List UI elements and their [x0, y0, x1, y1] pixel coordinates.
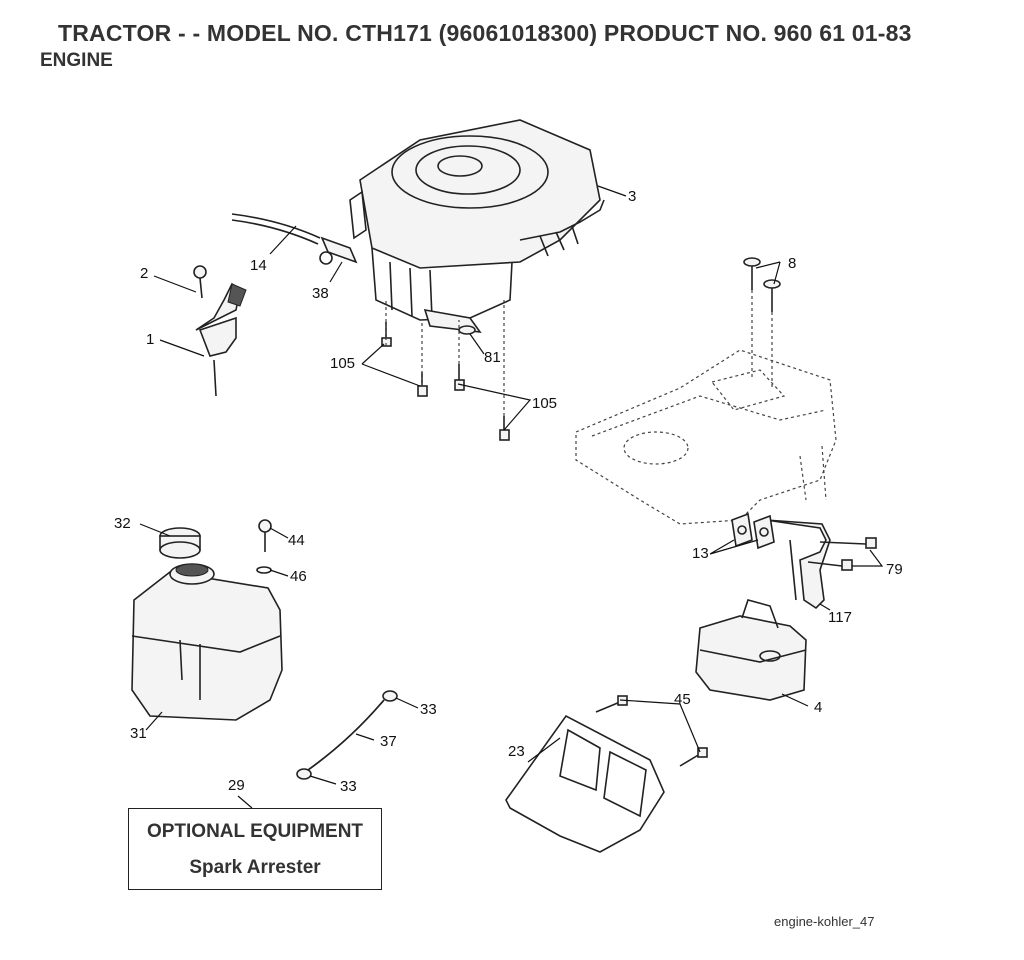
fuel-hose[interactable] — [307, 699, 385, 771]
callout-13: 13 — [692, 545, 709, 562]
optional-equipment-item: Spark Arrester — [189, 857, 321, 878]
callout-81: 81 — [484, 349, 501, 366]
exhaust-gaskets[interactable] — [731, 512, 775, 550]
washer[interactable] — [458, 325, 476, 335]
fuel-cap[interactable] — [159, 527, 201, 559]
tractor-frame — [575, 349, 837, 525]
callout-105-left: 105 — [330, 355, 355, 372]
page-title: TRACTOR - - MODEL NO. CTH171 (9606101830… — [58, 20, 912, 46]
callout-105-right: 105 — [532, 395, 557, 412]
callout-14: 14 — [250, 257, 267, 274]
diagram-reference: engine-kohler_47 — [774, 914, 875, 929]
muffler-screws[interactable] — [743, 257, 781, 388]
callout-31: 31 — [130, 725, 147, 742]
callout-45: 45 — [674, 691, 691, 708]
throttle-control-bracket[interactable] — [195, 282, 247, 397]
callout-4: 4 — [814, 699, 822, 716]
callout-23: 23 — [508, 743, 525, 760]
callout-44: 44 — [288, 532, 305, 549]
callout-29: 29 — [228, 777, 245, 794]
callout-37: 37 — [380, 733, 397, 750]
engine-illustration[interactable] — [349, 119, 605, 334]
exhaust-bolts[interactable] — [807, 537, 877, 571]
callout-leaders — [139, 185, 884, 809]
callout-8: 8 — [788, 255, 796, 272]
callout-79: 79 — [886, 561, 903, 578]
fuel-fitting[interactable] — [319, 236, 358, 265]
callout-1: 1 — [146, 331, 154, 348]
callout-117: 117 — [828, 609, 852, 626]
callout-32: 32 — [114, 515, 131, 532]
callout-2: 2 — [140, 265, 148, 282]
tank-screw[interactable] — [258, 519, 272, 552]
callout-46: 46 — [290, 568, 307, 585]
callout-3: 3 — [628, 188, 636, 205]
tank-washer[interactable] — [256, 566, 272, 574]
callout-33-bottom: 33 — [340, 778, 357, 795]
heat-shield[interactable] — [505, 714, 665, 853]
fuel-tank[interactable] — [131, 563, 283, 721]
callout-33-top: 33 — [420, 701, 437, 718]
muffler[interactable] — [695, 599, 807, 701]
hose-clamps[interactable] — [296, 690, 398, 780]
optional-equipment-title: OPTIONAL EQUIPMENT — [146, 821, 364, 842]
page-subtitle: ENGINE — [40, 50, 113, 71]
optional-equipment-box: OPTIONAL EQUIPMENT Spark Arrester — [128, 808, 382, 890]
callout-38: 38 — [312, 285, 329, 302]
bracket-screw[interactable] — [193, 265, 207, 299]
engine-bolts[interactable] — [381, 300, 510, 441]
fuel-line[interactable] — [231, 213, 321, 245]
exhaust-pipe[interactable] — [765, 519, 831, 610]
